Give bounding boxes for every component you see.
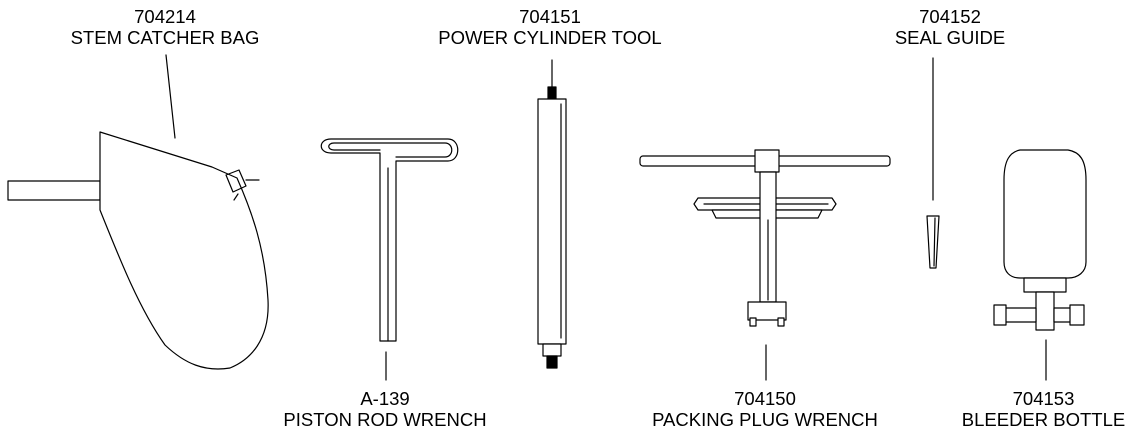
tool-name: PISTON ROD WRENCH [283, 409, 487, 430]
label-bleeder-bottle: 704153 BLEEDER BOTTLE [946, 388, 1141, 430]
tool-thread [547, 356, 557, 368]
t-handle [321, 139, 458, 341]
part-number: 704214 [134, 6, 196, 27]
part-number: 704152 [919, 6, 981, 27]
piston-rod-wrench-drawing [321, 139, 458, 380]
t-handle-inner [329, 143, 452, 157]
leader-line [166, 55, 175, 138]
part-number: A-139 [360, 388, 410, 409]
part-number: 704151 [519, 6, 581, 27]
valve-body [1036, 292, 1054, 330]
packing-plug-wrench-drawing [640, 150, 890, 380]
bag-clip [226, 170, 259, 200]
tool-name: SEAL GUIDE [894, 27, 1006, 48]
label-piston-rod-wrench: A-139 PISTON ROD WRENCH [250, 388, 520, 430]
valve-cap-left [994, 305, 1006, 325]
seal-guide-detail [934, 218, 935, 266]
bag-outline [100, 132, 268, 369]
bottle-neck [1024, 278, 1066, 292]
tool-name: PACKING PLUG WRENCH [652, 409, 878, 430]
valve-arm-right [1054, 308, 1072, 322]
part-number: 704153 [1012, 388, 1075, 409]
socket [748, 302, 786, 320]
stem-catcher-bag-drawing [8, 55, 268, 369]
power-cylinder-tool-drawing [538, 60, 566, 368]
socket-lug-left [750, 318, 756, 326]
tool-collar [543, 344, 561, 356]
bleeder-bottle-drawing [994, 150, 1086, 380]
bag-tube [8, 181, 100, 200]
label-power-cylinder-tool: 704151 POWER CYLINDER TOOL [400, 6, 700, 48]
tool-name: STEM CATCHER BAG [70, 27, 260, 48]
label-seal-guide: 704152 SEAL GUIDE [860, 6, 1040, 48]
valve-arm-left [1002, 308, 1036, 322]
t-hub [755, 150, 779, 172]
part-number: 704150 [734, 388, 796, 409]
valve-cap-right [1070, 305, 1084, 325]
socket-lug-right [778, 318, 784, 326]
tool-body [538, 99, 566, 344]
label-packing-plug-wrench: 704150 PACKING PLUG WRENCH [620, 388, 910, 430]
tool-name: POWER CYLINDER TOOL [438, 27, 662, 48]
bottle-body [1004, 150, 1086, 278]
seal-guide-drawing [927, 58, 939, 268]
tool-name: BLEEDER BOTTLE [961, 409, 1126, 430]
tool-tip [548, 87, 556, 99]
seal-guide-body [927, 216, 939, 268]
label-stem-catcher-bag: 704214 STEM CATCHER BAG [40, 6, 290, 48]
